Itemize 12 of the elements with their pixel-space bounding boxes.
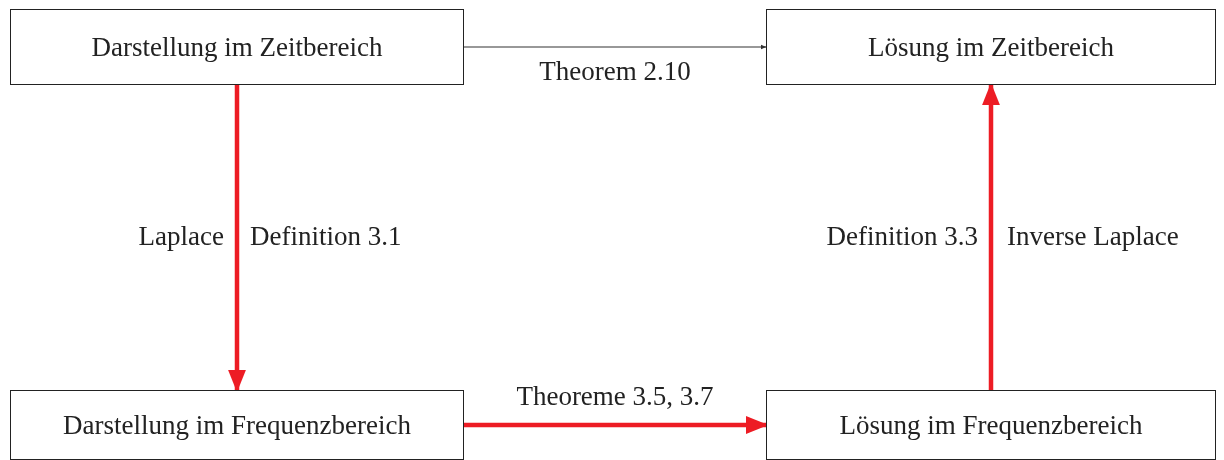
box-label: Darstellung im Frequenzbereich bbox=[63, 409, 411, 441]
process-box bbox=[10, 390, 464, 460]
box-label: Darstellung im Zeitbereich bbox=[91, 31, 383, 63]
process-box bbox=[10, 9, 464, 85]
arrow bbox=[982, 82, 1000, 390]
process-box bbox=[766, 9, 1216, 85]
box-label: Lösung im Frequenzbereich bbox=[839, 409, 1143, 441]
arrow bbox=[464, 416, 769, 434]
arrow bbox=[228, 85, 246, 393]
arrow bbox=[463, 44, 767, 50]
process-box bbox=[766, 390, 1216, 460]
box-label: Lösung im Zeitbereich bbox=[868, 31, 1114, 63]
